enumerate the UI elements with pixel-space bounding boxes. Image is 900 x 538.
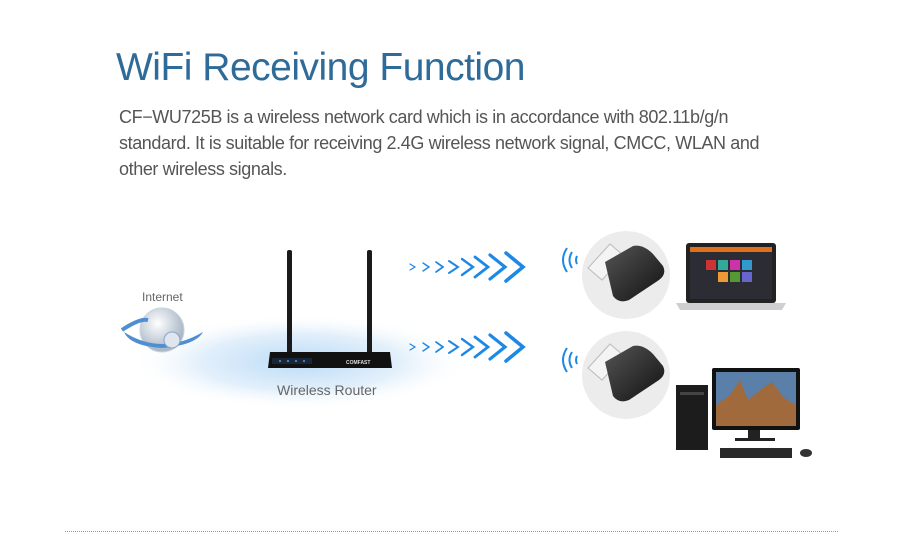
- globe-icon: [120, 307, 203, 353]
- usb-dongle-icon: [582, 231, 670, 419]
- signal-arrows-icon: [408, 251, 526, 363]
- wifi-signal-icon: [562, 247, 578, 373]
- router-icon: COMFAST: [268, 250, 392, 368]
- description: CF−WU725B is a wireless network card whi…: [119, 107, 760, 179]
- svg-text:COMFAST: COMFAST: [346, 360, 370, 366]
- page-title: WiFi Receiving Function: [116, 46, 525, 89]
- laptop-icon: [676, 243, 786, 310]
- dotted-divider: [65, 531, 838, 532]
- desktop-pc-icon: [676, 368, 812, 458]
- internet-label: Internet: [142, 290, 183, 304]
- router-label: Wireless Router: [277, 382, 377, 398]
